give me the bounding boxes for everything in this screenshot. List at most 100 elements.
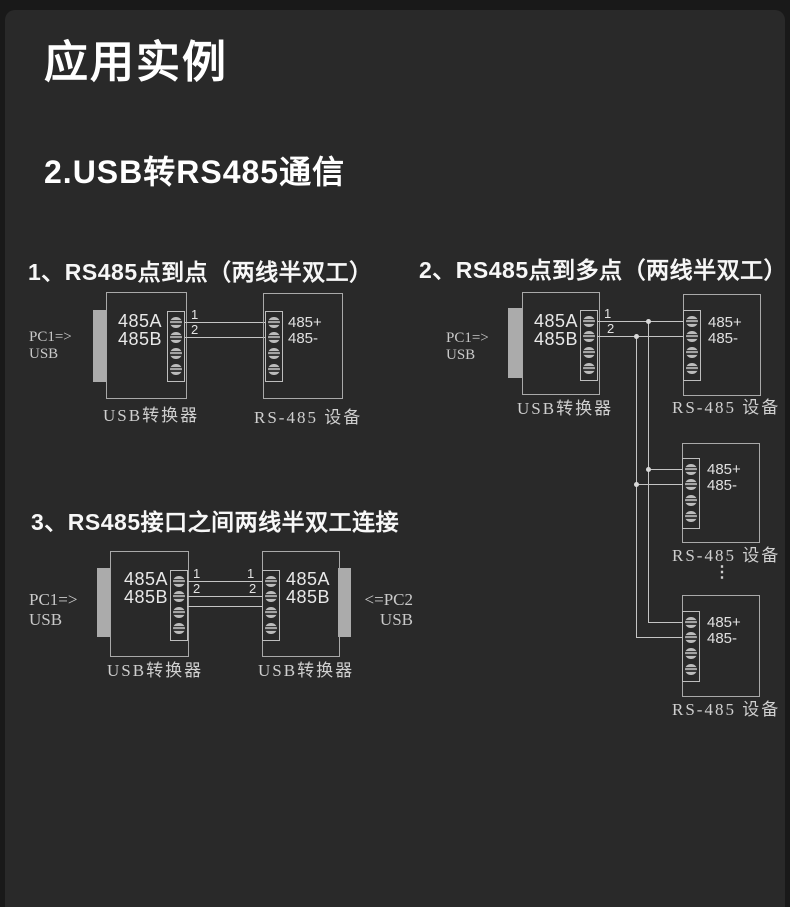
screw-terminal-icon [173,623,185,634]
screw-terminal-icon [686,331,698,342]
pc2-usb-label: <=PC2 USB [356,590,413,630]
screw-terminal-icon [268,317,280,328]
wire-line-2 [185,337,265,338]
terminal-strip [262,570,280,641]
port-485a-label: 485A [286,569,331,589]
wire-line-1 [597,321,683,322]
screw-terminal-icon [685,479,697,490]
wire-stub-1 [648,622,683,623]
screw-terminal-icon [170,317,182,328]
wire2-number: 2 [193,581,201,596]
port-485a-label: 485A [124,569,169,589]
junction-dot [646,319,651,324]
wire1-number: 1 [191,307,199,322]
port-485b-label: 485B [124,587,169,607]
screw-terminal-icon [265,607,277,618]
wire-stub-2 [636,484,683,485]
pc-line: PC1=> [29,590,78,609]
screw-terminal-icon [173,576,185,587]
junction-dot [646,467,651,472]
usb-connector-bar [338,568,351,637]
usb-converter-box [110,551,189,657]
wire2-number: 2 [191,322,199,337]
converter-caption: USB转换器 [517,399,614,418]
terminal-strip [682,458,700,529]
device-plus-label: 485+ [288,314,322,331]
wire2-number: 2 [607,321,615,336]
diagram1-heading: 1、RS485点到点（两线半双工） [28,259,373,285]
screw-terminal-icon [685,648,697,659]
terminal-strip [682,611,700,682]
screw-terminal-icon [268,332,280,343]
terminal-strip [265,311,283,382]
terminal-strip [167,311,185,382]
usb-line: USB [29,346,59,362]
wire-line-3 [187,606,262,607]
device-caption: RS-485 设备 [672,700,781,719]
screw-terminal-icon [685,664,697,675]
screw-terminal-icon [268,348,280,359]
screw-terminal-icon [686,316,698,327]
usb-converter-box [522,292,600,395]
wire-stub-1 [648,469,683,470]
screw-terminal-icon [265,623,277,634]
screw-terminal-icon [170,364,182,375]
device-plus-label: 485+ [707,461,741,478]
port-485a-label: 485A [118,311,163,331]
screw-terminal-icon [583,363,595,374]
screw-terminal-icon [686,347,698,358]
device-plus-label: 485+ [708,314,742,331]
screw-terminal-icon [685,464,697,475]
wire2-number: 2 [249,581,257,596]
pc-line: PC1=> [446,330,489,346]
usb-converter-box [106,292,187,399]
screw-terminal-icon [265,576,277,587]
wire-line-2 [187,596,262,597]
screw-terminal-icon [685,632,697,643]
device-minus-label: 485- [707,630,738,647]
screw-terminal-icon [268,364,280,375]
port-485a-label: 485A [534,311,579,331]
converter-caption: USB转换器 [103,406,200,425]
screw-terminal-icon [583,331,595,342]
wire-line-2 [597,336,683,337]
wire1-number: 1 [247,566,255,581]
device-minus-label: 485- [707,477,738,494]
pc1-usb-label: PC1=> USB [29,329,72,363]
screw-terminal-icon [583,316,595,327]
device-minus-label: 485- [708,330,739,347]
device-plus-label: 485+ [707,614,741,631]
junction-dot [634,334,639,339]
device-caption: RS-485 设备 [254,408,363,427]
converter-caption: USB转换器 [107,661,204,680]
wire1-number: 1 [193,566,201,581]
screw-terminal-icon [686,363,698,374]
port-485b-label: 485B [286,587,331,607]
rs485-device-box [263,293,343,399]
usb-line: USB [29,610,63,629]
junction-dot [634,482,639,487]
section-title: 2.USB转RS485通信 [44,154,346,190]
screw-terminal-icon [170,348,182,359]
device-minus-label: 485- [288,330,319,347]
pc-line: PC1=> [29,329,72,345]
wire-line-1 [187,581,262,582]
screw-terminal-icon [170,332,182,343]
usb-connector-bar [508,308,522,378]
content-panel [5,10,785,907]
port-485b-label: 485B [118,329,163,349]
screw-terminal-icon [685,511,697,522]
screw-terminal-icon [173,607,185,618]
usb-connector-bar [93,310,106,382]
diagram2-heading: 2、RS485点到多点（两线半双工） [419,257,788,283]
terminal-strip [683,310,701,381]
wire1-number: 1 [604,306,612,321]
screw-terminal-icon [685,495,697,506]
pc-line: <=PC2 [364,590,413,609]
port-485b-label: 485B [534,329,579,349]
usb-line: USB [379,610,413,629]
diagram3-heading: 3、RS485接口之间两线半双工连接 [31,509,400,535]
screw-terminal-icon [685,617,697,628]
terminal-strip [580,310,598,381]
usb-connector-bar [97,568,110,637]
